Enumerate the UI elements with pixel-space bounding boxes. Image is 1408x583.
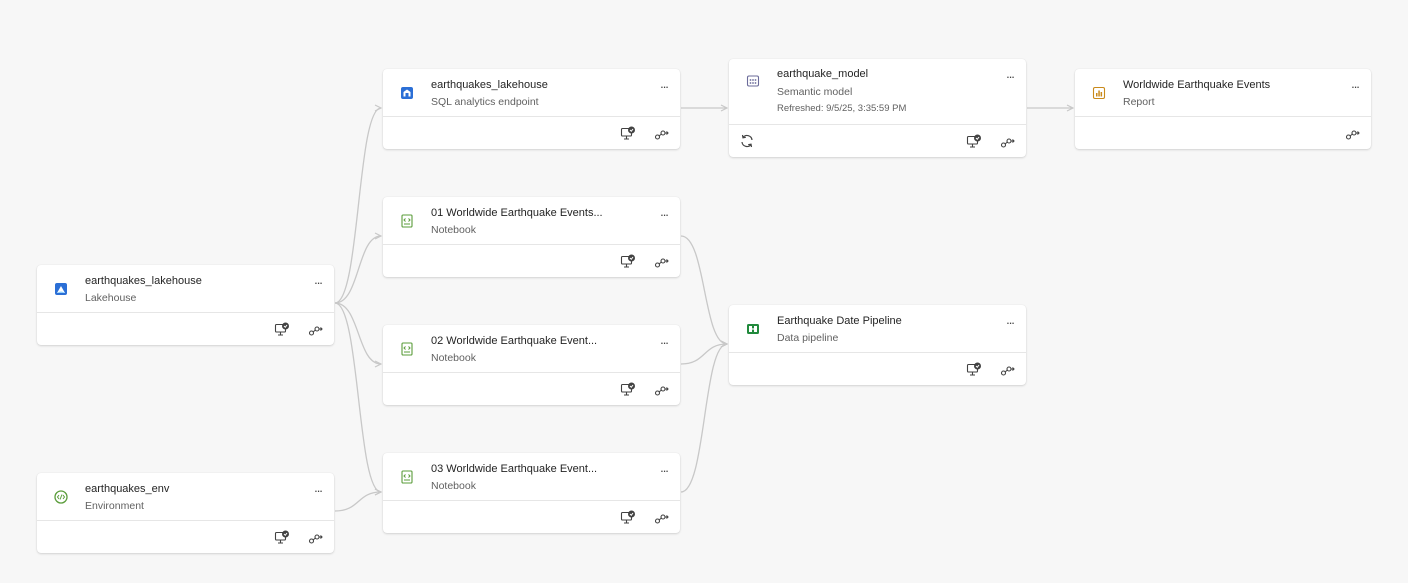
node-type: Semantic model — [777, 86, 853, 98]
edge-nb2-pipeline — [680, 344, 727, 365]
node-type: SQL analytics endpoint — [431, 96, 539, 108]
node-notebook-03[interactable]: 03 Worldwide Earthquake Event... Noteboo… — [383, 453, 680, 533]
notebook-icon — [399, 341, 415, 357]
lineage-icon[interactable] — [654, 253, 670, 269]
semantic-model-icon — [745, 73, 761, 89]
report-icon — [1091, 85, 1107, 101]
more-options-icon[interactable]: ... — [660, 332, 669, 347]
lineage-icon[interactable] — [1000, 133, 1016, 149]
lineage-icon[interactable] — [308, 321, 324, 337]
lineage-icon[interactable] — [308, 529, 324, 545]
refreshed-timestamp: Refreshed: 9/5/25, 3:35:59 PM — [777, 103, 907, 114]
lineage-icon[interactable] — [654, 509, 670, 525]
edge-nb1-pipeline — [680, 235, 727, 344]
workspace-impact-icon[interactable] — [620, 381, 636, 397]
notebook-icon — [399, 469, 415, 485]
data-pipeline-icon — [745, 321, 761, 337]
node-report[interactable]: Worldwide Earthquake Events Report ... — [1075, 69, 1371, 149]
node-notebook-01[interactable]: 01 Worldwide Earthquake Events... Notebo… — [383, 197, 680, 277]
workspace-impact-icon[interactable] — [620, 253, 636, 269]
node-sql-endpoint[interactable]: earthquakes_lakehouse SQL analytics endp… — [383, 69, 680, 149]
node-data-pipeline[interactable]: Earthquake Date Pipeline Data pipeline .… — [729, 305, 1026, 385]
edge-lakehouse-nb1 — [334, 236, 381, 304]
more-options-icon[interactable]: ... — [1006, 312, 1015, 327]
environment-icon — [53, 489, 69, 505]
more-options-icon[interactable]: ... — [660, 76, 669, 91]
more-options-icon[interactable]: ... — [314, 480, 323, 495]
node-type: Data pipeline — [777, 332, 839, 344]
node-title: earthquakes_env — [85, 483, 170, 495]
node-title: earthquakes_lakehouse — [85, 275, 202, 287]
more-options-icon[interactable]: ... — [660, 460, 669, 475]
node-type: Environment — [85, 500, 144, 512]
node-type: Report — [1123, 96, 1155, 108]
node-title: earthquake_model — [777, 68, 869, 80]
node-title: Worldwide Earthquake Events — [1123, 79, 1271, 91]
edge-lakehouse-sql — [334, 108, 381, 304]
refresh-icon[interactable] — [739, 133, 755, 149]
workspace-impact-icon[interactable] — [966, 361, 982, 377]
node-notebook-02[interactable]: 02 Worldwide Earthquake Event... Noteboo… — [383, 325, 680, 405]
workspace-impact-icon[interactable] — [274, 529, 290, 545]
node-type: Lakehouse — [85, 292, 137, 304]
lineage-icon[interactable] — [1345, 125, 1361, 141]
workspace-impact-icon[interactable] — [274, 321, 290, 337]
workspace-impact-icon[interactable] — [620, 125, 636, 141]
node-title: Earthquake Date Pipeline — [777, 315, 902, 327]
edge-lakehouse-nb2 — [334, 302, 381, 364]
node-type: Notebook — [431, 352, 476, 364]
sql-endpoint-icon — [399, 85, 415, 101]
notebook-icon — [399, 213, 415, 229]
node-type: Notebook — [431, 224, 476, 236]
workspace-impact-icon[interactable] — [966, 133, 982, 149]
node-lakehouse[interactable]: earthquakes_lakehouse Lakehouse ... — [37, 265, 334, 345]
more-options-icon[interactable]: ... — [660, 204, 669, 219]
lakehouse-icon — [53, 281, 69, 297]
node-environment[interactable]: earthquakes_env Environment ... — [37, 473, 334, 553]
node-title: 02 Worldwide Earthquake Event... — [431, 335, 598, 347]
more-options-icon[interactable]: ... — [314, 272, 323, 287]
lineage-icon[interactable] — [654, 381, 670, 397]
more-options-icon[interactable]: ... — [1351, 76, 1360, 91]
edge-lakehouse-nb3 — [334, 302, 381, 492]
lineage-icon[interactable] — [654, 125, 670, 141]
node-title: 01 Worldwide Earthquake Events... — [431, 207, 603, 219]
node-title: earthquakes_lakehouse — [431, 79, 548, 91]
workspace-impact-icon[interactable] — [620, 509, 636, 525]
lineage-icon[interactable] — [1000, 361, 1016, 377]
node-semantic-model[interactable]: earthquake_model Semantic model Refreshe… — [729, 59, 1026, 157]
more-options-icon[interactable]: ... — [1006, 66, 1015, 81]
edge-env-nb3 — [334, 492, 381, 512]
edge-nb3-pipeline — [680, 344, 727, 493]
node-type: Notebook — [431, 480, 476, 492]
node-title: 03 Worldwide Earthquake Event... — [431, 463, 598, 475]
